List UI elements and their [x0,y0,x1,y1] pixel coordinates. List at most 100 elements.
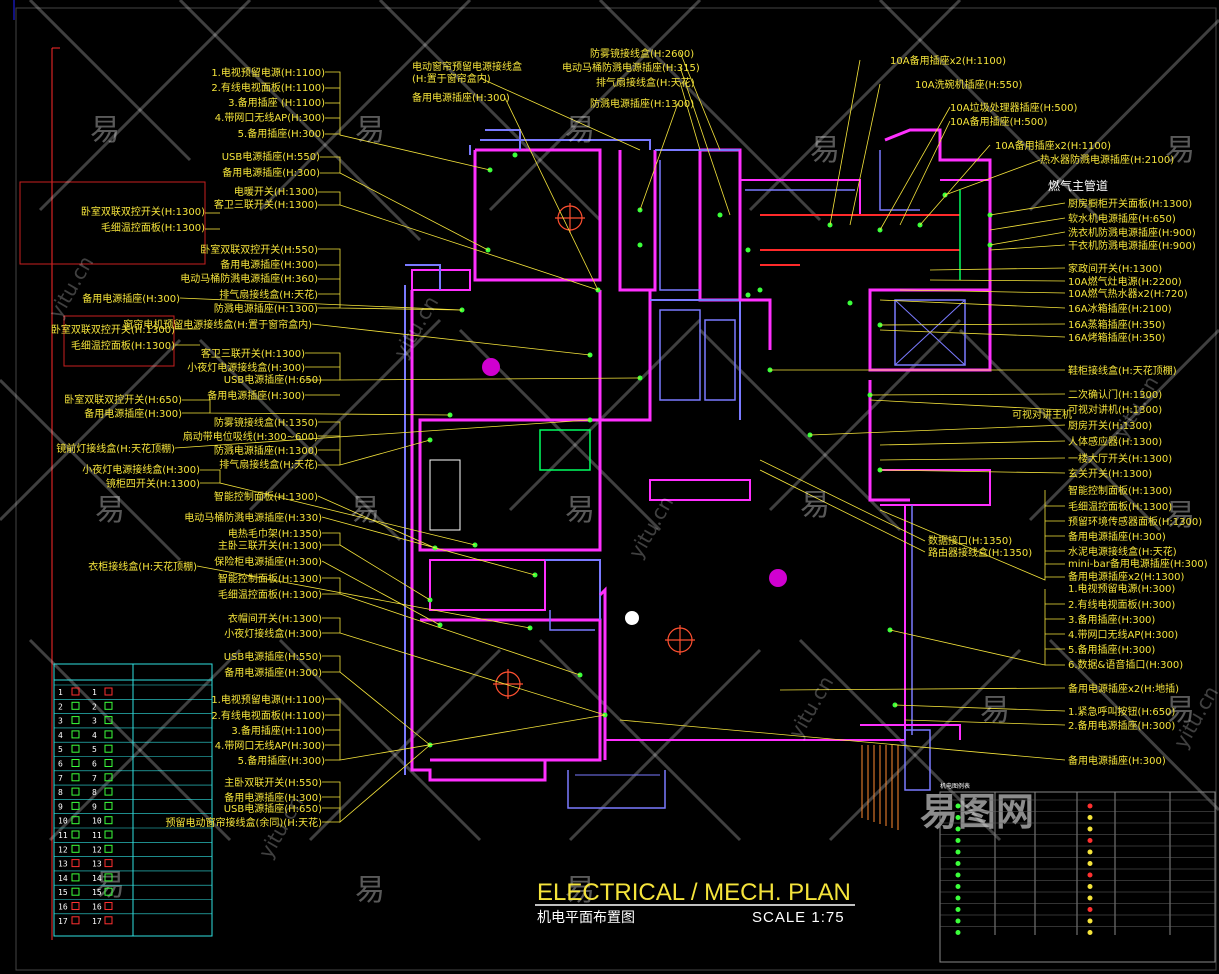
watermark-char: 易 [800,488,830,523]
legend-right-symbol [955,930,961,935]
right-label: 二次确认门(H:1300) [1068,388,1162,401]
drawing-subtitle: 机电平面布置图 [537,910,635,926]
watermark-char: 易 [1165,133,1195,168]
legend-symbol-right [104,902,113,910]
right-label: 家政间开关(H:1300) [1068,262,1162,275]
top-label: 热水器防溅电源插座(H:2100) [1040,153,1174,166]
legend-num-right: 13 [92,860,102,869]
watermark: 易 易 易 易 易 易 易 易 易 易 易 易 易 易 易 yitu.cn yi… [44,113,1219,908]
left-label: 衣帽间开关(H:1300) [228,612,322,625]
legend-symbol-right [104,844,113,853]
left-label: 备用电源插座(H:300) [224,666,322,679]
annotation-box-2 [63,315,175,367]
legend-num-right: 11 [92,831,102,840]
legend-right-symbol [1087,815,1093,820]
right-label: 4.带网口无线AP(H:300) [1068,628,1178,641]
left-label: 镜前灯接线盒(H:天花顶棚) [56,442,175,455]
legend-symbol-left [71,844,80,853]
left-label: 3.备用插座 (H:1100) [228,96,325,109]
top-label: 10A垃圾处理器插座(H:500) [950,101,1077,114]
left-label: 5.备用插座(H:300) [238,127,325,140]
legend-right-symbol [1087,803,1093,809]
watermark-url: yitu.cn [784,672,839,743]
watermark-char: 易 [980,693,1010,728]
legend-num-left: 4 [58,731,63,740]
legend-symbol-left [71,759,80,767]
right-label: 备用电源插座(H:300) [1068,530,1166,543]
right-label: 一楼大厅开关(H:1300) [1068,452,1172,465]
left-label: 电动马桶防溅电源插座(H:360) [180,272,318,285]
legend-num-left: 8 [58,788,63,797]
right-label: 备用电源插座x2(H:1300) [1068,570,1185,583]
legend-num-left: 14 [58,874,68,883]
left-label: 客卫三联开关(H:1300) [214,198,318,211]
right-label: 5.备用插座(H:300) [1068,643,1155,656]
right-label: 16A烤箱插座(H:350) [1068,331,1165,344]
legend-num-left: 7 [58,774,63,783]
left-label: 备用电源插座(H:300) [224,791,322,804]
right-label: 鞋柜接线盒(H:天花顶棚) [1068,364,1177,377]
legend-symbol-left [71,716,80,725]
center-label: 数据接口(H:1350) [928,534,1012,547]
right-label: 2.备用电源插座(H:300) [1068,719,1175,732]
legend-num-left: 17 [58,917,68,926]
right-label: 3.备用插座(H:300) [1068,613,1155,626]
legend-symbol-left [71,887,80,896]
legend-symbol-left [71,830,80,839]
floor-plan-walls [404,128,992,809]
legend-symbol-left [71,787,80,796]
gas-pipe-label: 燃气主管道 [1048,178,1108,193]
legend-table-right: 机电图例表 [939,782,1216,963]
right-label: 厨房橱柜开关面板(H:1300) [1068,197,1192,210]
left-label: 卧室双联双控开关(H:1300) [81,205,205,218]
legend-symbol-right [104,916,113,925]
legend-right-symbol [955,849,961,855]
legend-right-symbol [955,872,961,878]
left-label: 备用电源插座(H:300) [84,407,182,420]
left-label: USB电源插座(H:550) [224,650,322,663]
left-label: 镜柜四开关(H:1300) [106,477,200,490]
legend-symbol-right [104,787,113,796]
legend-num-left: 3 [58,717,63,726]
left-label: 备用电源插座(H:300) [82,292,180,305]
watermark-char: 易 [90,113,120,148]
legend-symbol-left [71,801,80,810]
legend-right-symbol [1087,872,1093,878]
left-label: 预留电动窗帘接线盒(余同)(H:天花) [166,816,323,829]
legend-symbol-right [104,773,113,782]
legend-right-symbol [1087,907,1093,912]
leader-lines-left [174,71,641,823]
watermark-char: 易 [95,493,125,528]
right-annotations: 厨房橱柜开关面板(H:1300) 软水机电源插座(H:650)洗衣机防溅电源插座(… [1068,197,1208,767]
watermark-char: 易 [1165,693,1195,728]
left-label: 扇动带电位吸线(H:300~600) [183,430,318,443]
watermark-char: 易 [565,873,595,908]
left-label: 毛细温控面板(H:1300) [101,221,205,234]
top-label: 防溅电源插座(H:1300) [590,97,694,110]
left-label: 主卧三联开关(H:1300) [218,539,322,552]
watermark-char: 易 [350,493,380,528]
left-label: USB电源插座(H:550) [222,150,320,163]
right-label: 洗衣机防溅电源插座(H:900) [1068,226,1196,239]
legend-symbol-left [71,730,80,739]
legend-symbol-right [104,830,113,839]
legend-right-symbol [955,907,961,912]
legend-num-right: 5 [92,745,97,754]
right-label: 软水机电源插座(H:650) [1068,212,1176,225]
left-label: 4.带网口无线AP(H:300) [215,111,325,124]
left-label: 4.带网口无线AP(H:300) [215,739,325,752]
left-label: 1.电视预留电源(H:1100) [211,693,325,706]
legend-symbol-right [104,744,113,753]
left-label: 智能控制面板(H:1300) [218,572,322,585]
left-label: 主卧双联开关(H:550) [224,776,322,789]
left-label: 卧室双联双控开关(H:1300) [51,323,175,336]
watermark-url: yitu.cn [389,292,444,363]
legend-right-symbol [1087,884,1093,889]
right-label: 备用电源插座x2(H:地插) [1068,682,1179,695]
left-label: 小夜灯接线盒(H:300) [224,627,322,640]
left-label: 2.有线电视面板(H:1100) [211,709,325,722]
legend-right-symbol [1087,895,1093,901]
legend-num-left: 1 [58,688,63,697]
watermark-char: 易 [1165,498,1195,533]
